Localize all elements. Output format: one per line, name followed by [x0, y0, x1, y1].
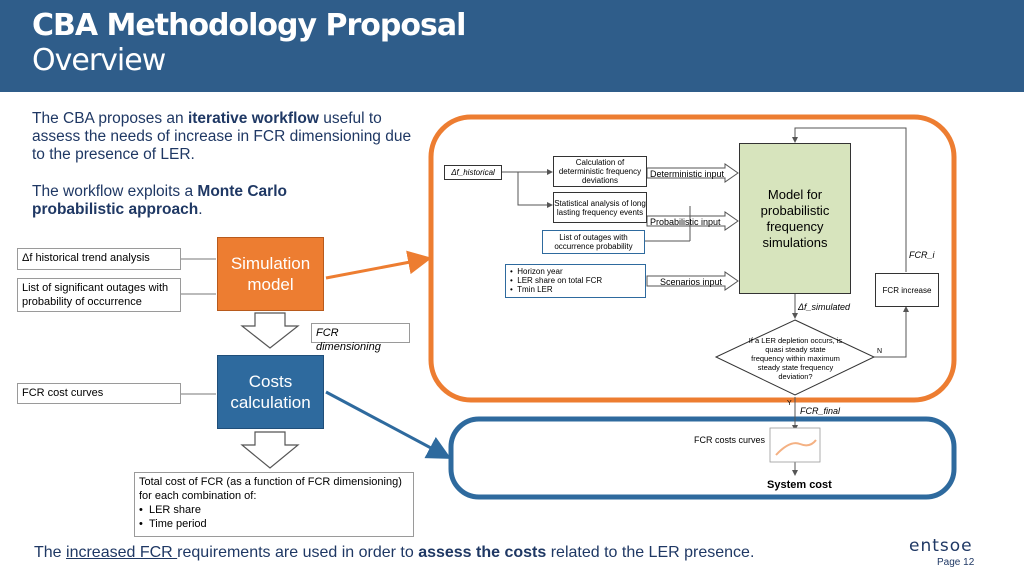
- statistical-analysis-box: Statistical analysis of long lasting fre…: [553, 192, 647, 223]
- model-box: Model for probabilistic frequency simula…: [739, 143, 851, 294]
- costs-calculation-box: Costs calculation: [217, 355, 324, 429]
- probabilistic-input-label: Probabilistic input: [650, 217, 721, 227]
- costs-frame: [448, 416, 957, 500]
- footer-statement: The increased FCR requirements are used …: [34, 544, 755, 561]
- input-trend-analysis: Δf historical trend analysis: [17, 248, 181, 270]
- intro-paragraph-2: The workflow exploits a Monte Carlo prob…: [32, 183, 287, 218]
- decision-text: If a LER depletion occurs, is quasi stea…: [748, 336, 843, 381]
- iterative-frame: [428, 114, 957, 403]
- simulation-model-box: Simulation model: [217, 237, 324, 311]
- scenario-items-box: • Horizon year • LER share on total FCR …: [505, 264, 646, 298]
- down-arrow-2: [240, 431, 300, 469]
- calc-deterministic-box: Calculation of deterministic frequency d…: [553, 156, 647, 187]
- scenario-item: • Tmin LER: [510, 285, 553, 294]
- page-number: Page 12: [937, 557, 975, 568]
- scenarios-input-label: Scenarios input: [660, 277, 723, 287]
- down-arrow-1: [240, 312, 300, 349]
- fcr-increase-box: FCR increase: [875, 273, 939, 307]
- scenario-item: • Horizon year: [510, 267, 563, 276]
- page-subtitle: Overview: [32, 43, 166, 78]
- df-historical-label: Δf_historical: [444, 165, 502, 180]
- no-label: N: [877, 348, 883, 355]
- decision-diamond: [714, 319, 876, 396]
- total-cost-title: Total cost of FCR (as a function of FCR …: [139, 476, 402, 502]
- fcr-final-label: FCR_final: [800, 406, 841, 416]
- total-cost-item: • LER share: [139, 504, 201, 516]
- page-title: CBA Methodology Proposal: [32, 8, 466, 43]
- yes-label: Y: [787, 400, 792, 407]
- total-cost-box: Total cost of FCR (as a function of FCR …: [134, 472, 414, 537]
- df-simulated-label: Δf_simulated: [798, 302, 851, 312]
- fcr-costs-curves-label: FCR costs curves: [694, 435, 766, 445]
- entsoe-logo: entsoe: [909, 536, 973, 556]
- system-cost-label: System cost: [767, 479, 832, 491]
- input-significant-outages: List of significant outages with probabi…: [17, 278, 181, 312]
- deterministic-input-label: Deterministic input: [650, 169, 725, 179]
- scenario-item: • LER share on total FCR: [510, 276, 603, 285]
- fcr-i-label: FCR_i: [909, 250, 935, 260]
- cost-curve-thumbnail: [769, 427, 821, 463]
- intro-paragraph-1: The CBA proposes an iterative workflow u…: [32, 110, 412, 163]
- header-bar: [0, 0, 1024, 92]
- outages-list-box: List of outages with occurrence probabil…: [542, 230, 645, 254]
- fcr-dimensioning-label: FCR dimensioning: [311, 323, 410, 353]
- input-fcr-cost-curves: FCR cost curves: [17, 383, 181, 404]
- total-cost-item: • Time period: [139, 518, 207, 530]
